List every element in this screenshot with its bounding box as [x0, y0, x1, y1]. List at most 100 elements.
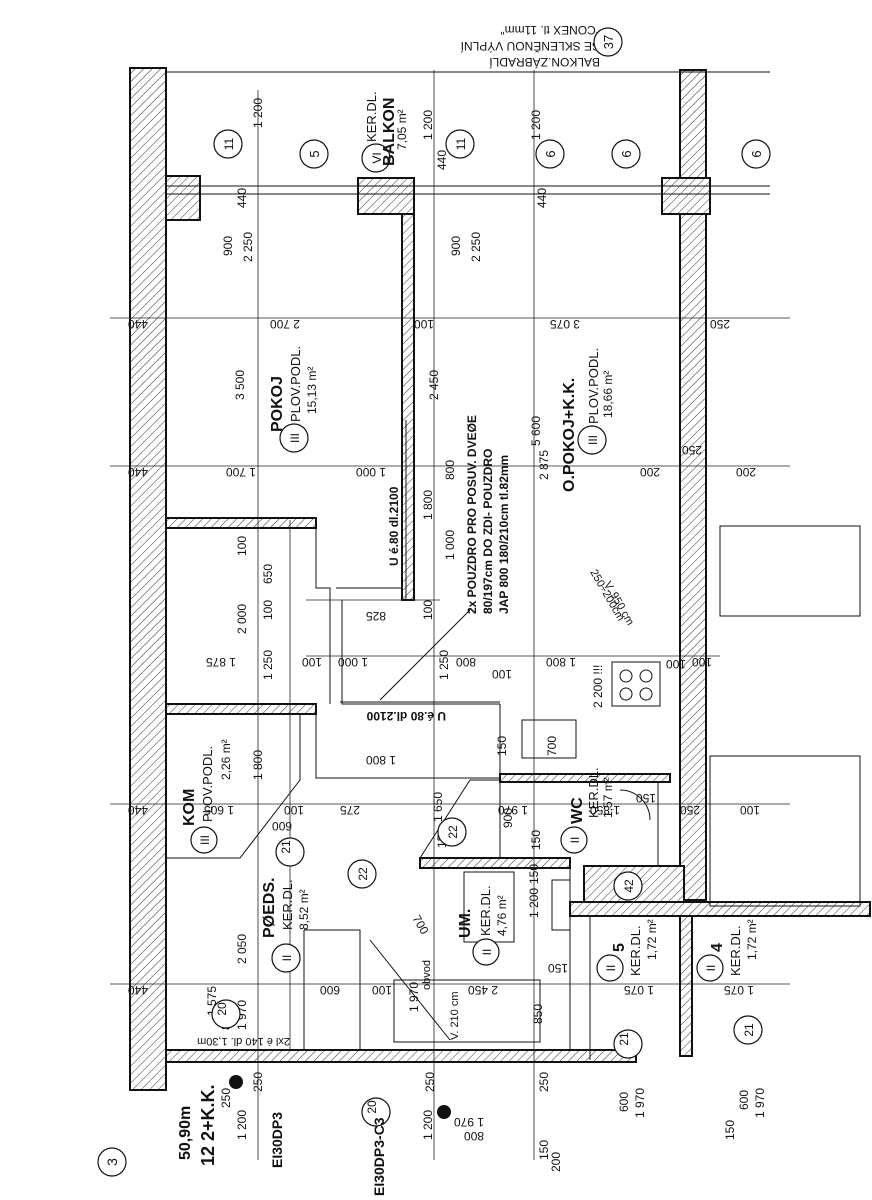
dim-room-33: 1 800 [366, 753, 396, 767]
marker-14: 20 [365, 1100, 379, 1114]
dim-room-49: 150 [529, 830, 543, 850]
dim-room-23: 1 875 [206, 655, 236, 669]
marker-8: 22 [446, 825, 460, 839]
wall-pokoj-divider [401, 213, 415, 601]
dim-room-38: 100 [284, 803, 304, 817]
dim-440-3: 440 [128, 803, 148, 817]
room-area: 7,05 m² [395, 109, 409, 150]
dim-room-75: 600 [737, 1090, 751, 1110]
dim-room-79: 200 [549, 1152, 563, 1172]
interior-lines [165, 71, 861, 1060]
unit-label: 12 2+K.K. [198, 1084, 218, 1166]
room-label-kom: III KOM PLOV.PODL. 2,26 m² [181, 739, 233, 854]
room-floor: KER.DL. [728, 925, 743, 976]
marker-4: 6 [543, 150, 558, 157]
dim-room-19: 2 000 [235, 604, 249, 634]
dim-balcony-7: 2 250 [469, 232, 483, 262]
dim-440-2: 440 [128, 465, 148, 479]
dim-room-7: 5 600 [529, 416, 543, 446]
room-area: 1,72 m² [645, 919, 659, 960]
dim-room-48: 900 [501, 808, 515, 828]
room-floor: KER.DL. [280, 879, 295, 930]
axis-marker-label: 3 [104, 1158, 120, 1166]
wall-pokoj-kom [165, 517, 317, 529]
door-note-entry: 2xl é 140 dl. 1,30m [197, 1035, 290, 1047]
room-floor: KER.DL. [364, 91, 379, 142]
marker-9: 22 [356, 867, 370, 881]
dim-room-22: 100 [421, 600, 435, 620]
marker-13: 21 [742, 1023, 756, 1037]
room-name: UM. [457, 909, 474, 938]
door-code-2: EI30DP3-C3 [371, 1117, 387, 1196]
room-label-predsin: II PØEDS. KER.DL. 8,52 m² [261, 878, 311, 973]
pocket-door-note: 2x POUZDRO PRO POSUV. DVEØE 80/197cm DO … [465, 415, 511, 614]
dim-room-18: 650 [261, 564, 275, 584]
entry-dot-1 [229, 1075, 243, 1089]
bath-label: obvod [421, 960, 433, 990]
dim-room-29: 1 800 [546, 655, 576, 669]
dim-room-78: 250 [219, 1088, 233, 1108]
glazing-note-line-2: SE SKLENĚNOU VÝPLNÍ [460, 39, 600, 54]
dim-room-74: 150 [537, 1140, 551, 1160]
dim-room-61: 850 [531, 1004, 545, 1024]
room-label-obyvaci-pokoj: III O.POKOJ+K.K. PLOV.PODL. 18,66 m² [561, 348, 615, 492]
marker-2: 11 [454, 137, 468, 150]
room-floor: KER.DL. [478, 885, 493, 936]
wall-wc [499, 773, 671, 783]
dim-room-21: 825 [366, 609, 386, 623]
dim-room-43: 1 850 [590, 803, 620, 817]
dimension-labels: 1 200 1 200 1 200 440 440 440 900 2 250 … [221, 98, 549, 262]
column-right [661, 177, 711, 215]
dim-room-28: 800 [456, 655, 476, 669]
dim-room-25: 100 [302, 655, 322, 669]
dim-room-3: 100 [414, 317, 434, 331]
door-swings [340, 420, 661, 1043]
entry-dot-2 [437, 1105, 451, 1119]
dim-room-16: 1 000 [443, 530, 457, 560]
marker-3: 5 [307, 150, 322, 157]
dim-room-17: 100 [235, 536, 249, 556]
wall-bath-top [419, 857, 571, 869]
dim-balcony-4: 900 [221, 236, 235, 256]
dim-440-4: 440 [128, 983, 148, 997]
dim-room-14: 1 800 [421, 490, 435, 520]
marker-5: 6 [619, 150, 634, 157]
dimension-lines [110, 70, 790, 1160]
room-area: 18,66 m² [601, 371, 615, 418]
door-note-hall: U é.80 dl.2100 [366, 709, 446, 723]
dim-room-60: 2 450 [468, 983, 498, 997]
door-note-pokoj: U é.80 dl.2100 [387, 486, 401, 566]
dim-room-47: 600 [272, 819, 292, 833]
dim-room-72: 600 [617, 1092, 631, 1112]
dim-room-41: 275 [340, 803, 360, 817]
room-code: III [586, 435, 600, 445]
exterior-wall-balcony-left [165, 175, 201, 221]
dim-balcony-6: 900 [449, 236, 463, 256]
dim-room-67: 250 [423, 1072, 437, 1092]
dim-room-6: 2 450 [427, 370, 441, 400]
dim-room-76: 1 970 [753, 1088, 767, 1118]
row-dimensions: 440 440 440 440 2 700 3 075 100 250 3 50… [128, 317, 767, 1172]
dim-room-11: 200 [640, 465, 660, 479]
dim-room-51: 1 970 [407, 982, 421, 1012]
axis-marker-circle [97, 1147, 127, 1177]
dim-room-15: 800 [443, 460, 457, 480]
pocket-door-note-line-3: JAP 800 180/210cm tl.82mm [497, 455, 511, 614]
dim-room-68: 1 970 [454, 1115, 484, 1129]
dim-room-26: 1 000 [338, 655, 368, 669]
room-floor: PLOV.PODL. [586, 348, 601, 424]
room-name: WC [569, 797, 586, 824]
unit-area: 50,90m [177, 1106, 194, 1160]
room-area: 1,57 m² [601, 777, 615, 818]
dim-room-59: 100 [372, 983, 392, 997]
marker-1: 11 [222, 137, 236, 150]
room-name: 4 [709, 943, 726, 952]
detail-marker-circle [593, 27, 623, 57]
dim-room-71: 250 [537, 1072, 551, 1092]
dim-room-40: 1 800 [251, 750, 265, 780]
dim-room-63: 1 075 [624, 983, 654, 997]
room-name: KOM [181, 789, 198, 826]
room-code: II [280, 955, 294, 962]
dim-room-34: 1 650 [431, 792, 445, 822]
